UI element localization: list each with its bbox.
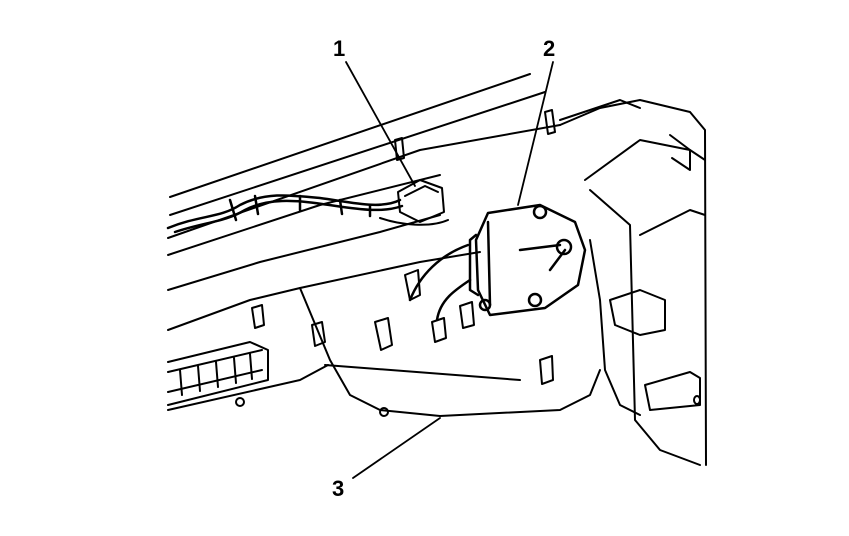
leader-line-1 <box>345 61 416 187</box>
callout-label-2: 2 <box>543 36 556 61</box>
wiring-harness <box>166 194 404 234</box>
retaining-clips <box>235 269 554 417</box>
dashboard-top <box>167 124 561 331</box>
electrical-connector <box>379 179 449 226</box>
windshield-lines <box>169 73 641 216</box>
bracket <box>394 109 556 161</box>
leader-line-3 <box>352 417 441 479</box>
hvac-case <box>299 239 641 417</box>
leader-lines <box>345 61 554 479</box>
actuator <box>408 203 587 322</box>
duct-structure <box>559 99 707 466</box>
vent-grille <box>167 341 329 411</box>
callout-label-3: 3 <box>332 476 345 501</box>
callout-label-1: 1 <box>333 36 346 61</box>
leader-line-2 <box>517 61 554 206</box>
